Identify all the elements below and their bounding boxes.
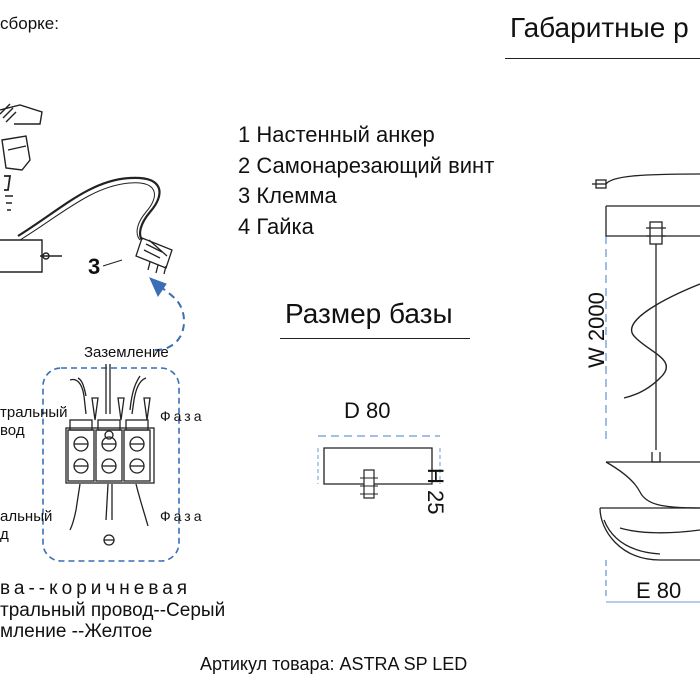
pendant-diagram: [592, 173, 700, 603]
product-sku: Артикул товара: ASTRA SP LED: [200, 654, 468, 674]
phase-color-note: ва--коричневая: [0, 578, 192, 599]
title-underline: [505, 58, 700, 59]
dashed-arrow-head: [149, 277, 167, 298]
parts-legend: 1 Настенный анкер 2 Самонарезающий винт …: [238, 120, 494, 242]
legend-item-anchor: 1 Настенный анкер: [238, 122, 435, 147]
shade-width-label: E 80: [636, 578, 682, 603]
ground-color-note: мление --Желтое: [0, 621, 153, 642]
assembly-header-fragment: сборке:: [0, 14, 59, 33]
terminal-block-illustration: [135, 237, 173, 275]
legend-item-terminal: 3 Клемма: [238, 183, 337, 208]
wiring-diagram: [65, 364, 155, 546]
base-diameter-label: D 80: [344, 398, 391, 423]
neutral-bottom-label-line2: д: [0, 526, 9, 543]
dimensions-title: Габаритные р: [510, 12, 689, 43]
neutral-top-label-line1: тральный: [0, 404, 68, 421]
cord-length-label: W 2000: [584, 292, 609, 368]
neutral-bottom-label-line1: альный: [0, 508, 53, 525]
base-height-label: H 25: [423, 468, 448, 515]
callout-leader: [102, 259, 123, 267]
base-size-title: Размер базы: [285, 298, 453, 329]
base-diagram: [317, 435, 441, 499]
neutral-color-note: тральный провод--Серый: [0, 599, 226, 621]
neutral-top-label-line2: вод: [0, 422, 25, 439]
wiring-frame: [42, 367, 180, 562]
phase-top-label: Фаза: [160, 408, 205, 424]
legend-item-nut: 4 Гайка: [238, 213, 314, 239]
phase-bottom-label: Фаза: [160, 508, 205, 524]
wire-color-notes: ва--коричневая тральный провод--Серый мл…: [0, 578, 225, 643]
ceiling-mount-illustration: [0, 103, 161, 273]
ground-label: Заземление: [84, 344, 169, 361]
callout-number: 3: [88, 254, 101, 279]
base-title-underline: [280, 338, 470, 339]
legend-item-screw: 2 Самонарезающий винт: [238, 152, 495, 178]
